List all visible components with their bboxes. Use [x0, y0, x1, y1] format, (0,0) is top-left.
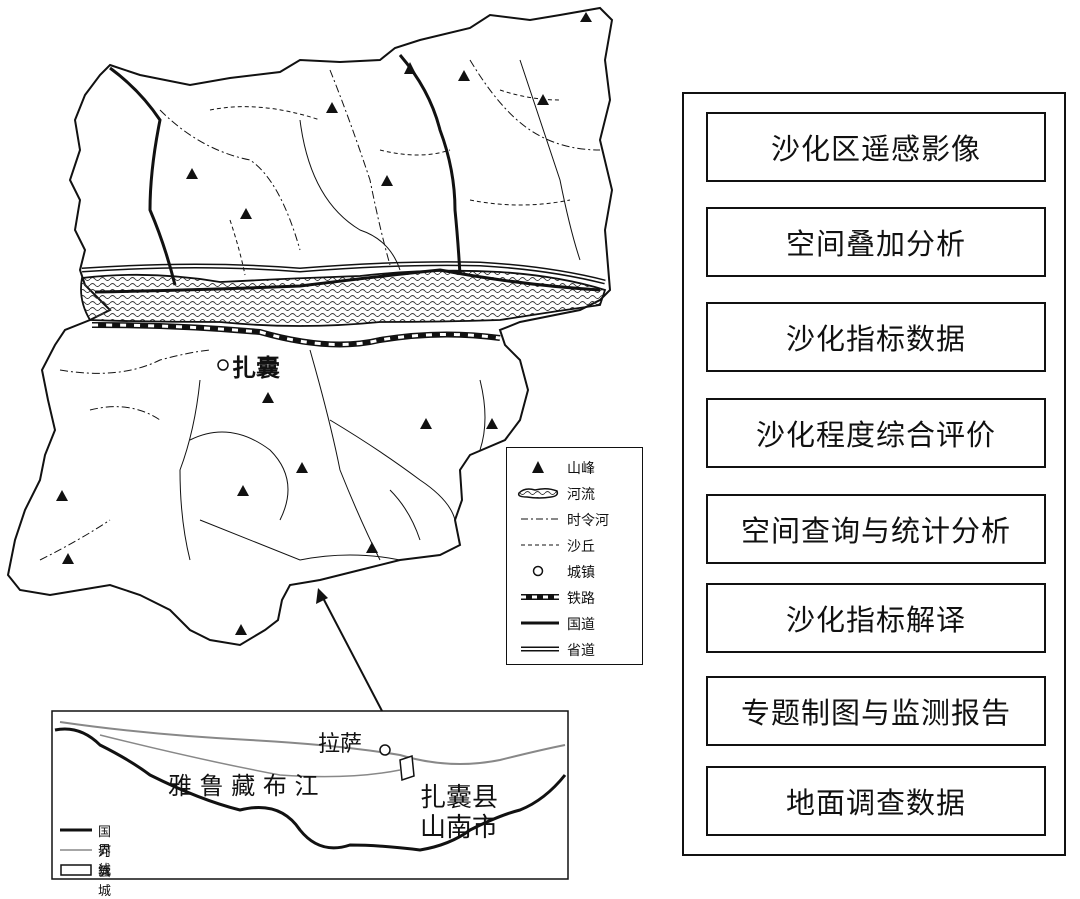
lhasa-circle-icon — [379, 744, 391, 756]
national-road-west — [109, 66, 177, 286]
legend-label: 河流 — [567, 487, 595, 503]
streams — [179, 59, 581, 561]
peak-triangle-icon — [486, 418, 498, 429]
inset-lhasa-label: 拉萨 — [318, 732, 362, 757]
dunes — [209, 89, 571, 276]
peak-triangle-icon — [580, 12, 592, 22]
provincial-road-icon — [521, 646, 559, 652]
peak-triangle-icon — [56, 490, 68, 501]
legend-row-national-road: 国道 — [507, 612, 642, 634]
legend-row-provincial-road: 省道 — [507, 638, 642, 660]
peak-triangle-icon — [420, 418, 432, 429]
town-label: 扎囊 — [232, 354, 280, 382]
legend-row-seasonal-river: 时令河 — [507, 508, 642, 530]
mountain-peaks — [56, 12, 592, 635]
river-line-icon — [60, 849, 92, 851]
inset-river — [59, 721, 566, 765]
legend-row-river: 河流 — [507, 482, 642, 504]
legend-row-town: 城镇 — [507, 560, 642, 582]
workflow-step: 沙化指标数据 — [706, 302, 1046, 372]
seasonal-river-icon — [521, 518, 559, 520]
railway-icon — [521, 594, 559, 600]
inset-county-label: 扎囊县 — [420, 783, 498, 813]
border-line-icon — [60, 828, 92, 832]
town-circle-icon — [532, 565, 544, 577]
workflow-step: 沙化指标解译 — [706, 583, 1046, 653]
inset-legend-label: 县城 — [98, 865, 112, 899]
railway — [91, 322, 501, 348]
legend-label: 山峰 — [567, 461, 595, 477]
peak-triangle-icon — [240, 208, 252, 219]
map-legend: 山峰 河流 时令河 沙丘 城镇 铁路 国道 省道 — [506, 447, 643, 665]
river-band-icon — [517, 487, 559, 499]
peak-triangle-icon — [404, 62, 416, 74]
national-road-east — [398, 54, 462, 276]
main-river — [80, 269, 607, 327]
inset-legend-label: 国界线 — [98, 825, 112, 878]
workflow-step: 沙化程度综合评价 — [706, 398, 1046, 468]
peak-triangle-icon — [366, 542, 378, 553]
peak-triangle-icon — [262, 392, 274, 403]
peak-triangle-icon — [235, 624, 247, 635]
legend-row-peak: 山峰 — [507, 456, 642, 478]
peak-triangle-icon — [458, 70, 470, 81]
inset-city-label: 山南市 — [420, 813, 498, 843]
workflow-step: 沙化区遥感影像 — [706, 112, 1046, 182]
workflow-step: 空间查询与统计分析 — [706, 494, 1046, 564]
legend-label: 城镇 — [567, 565, 595, 581]
legend-label: 省道 — [567, 643, 595, 659]
inset-frame — [51, 710, 569, 880]
peak-triangle-icon — [237, 485, 249, 496]
seasonal-rivers — [39, 59, 601, 561]
national-road-main — [94, 268, 601, 294]
inset-border — [54, 727, 567, 852]
peak-triangle-icon — [186, 168, 198, 179]
peak-triangle-icon — [296, 462, 308, 473]
town-circle-icon — [217, 359, 229, 371]
legend-label: 铁路 — [567, 591, 595, 607]
national-road-icon — [521, 621, 559, 625]
county-box-icon — [399, 754, 415, 782]
workflow-step: 地面调查数据 — [706, 766, 1046, 836]
legend-row-railway: 铁路 — [507, 586, 642, 608]
peak-triangle-icon — [532, 461, 544, 473]
dune-dashed-icon — [521, 544, 559, 546]
peak-triangle-icon — [381, 175, 393, 186]
inset-legend-label: 河流 — [98, 845, 112, 879]
inset-river-label: 雅 鲁 藏 布 江 — [168, 772, 319, 800]
legend-label: 国道 — [567, 617, 595, 633]
county-box-icon — [60, 864, 92, 876]
workflow-step: 空间叠加分析 — [706, 207, 1046, 277]
peak-triangle-icon — [537, 94, 549, 105]
arrowhead-icon — [316, 588, 328, 604]
peak-triangle-icon — [62, 553, 74, 564]
workflow-step: 专题制图与监测报告 — [706, 676, 1046, 746]
legend-row-dune: 沙丘 — [507, 534, 642, 556]
workflow-panel: 沙化区遥感影像 空间叠加分析 沙化指标数据 沙化程度综合评价 空间查询与统计分析… — [682, 92, 1066, 856]
legend-label: 时令河 — [567, 513, 609, 529]
peak-triangle-icon — [326, 102, 338, 113]
legend-label: 沙丘 — [567, 539, 595, 555]
